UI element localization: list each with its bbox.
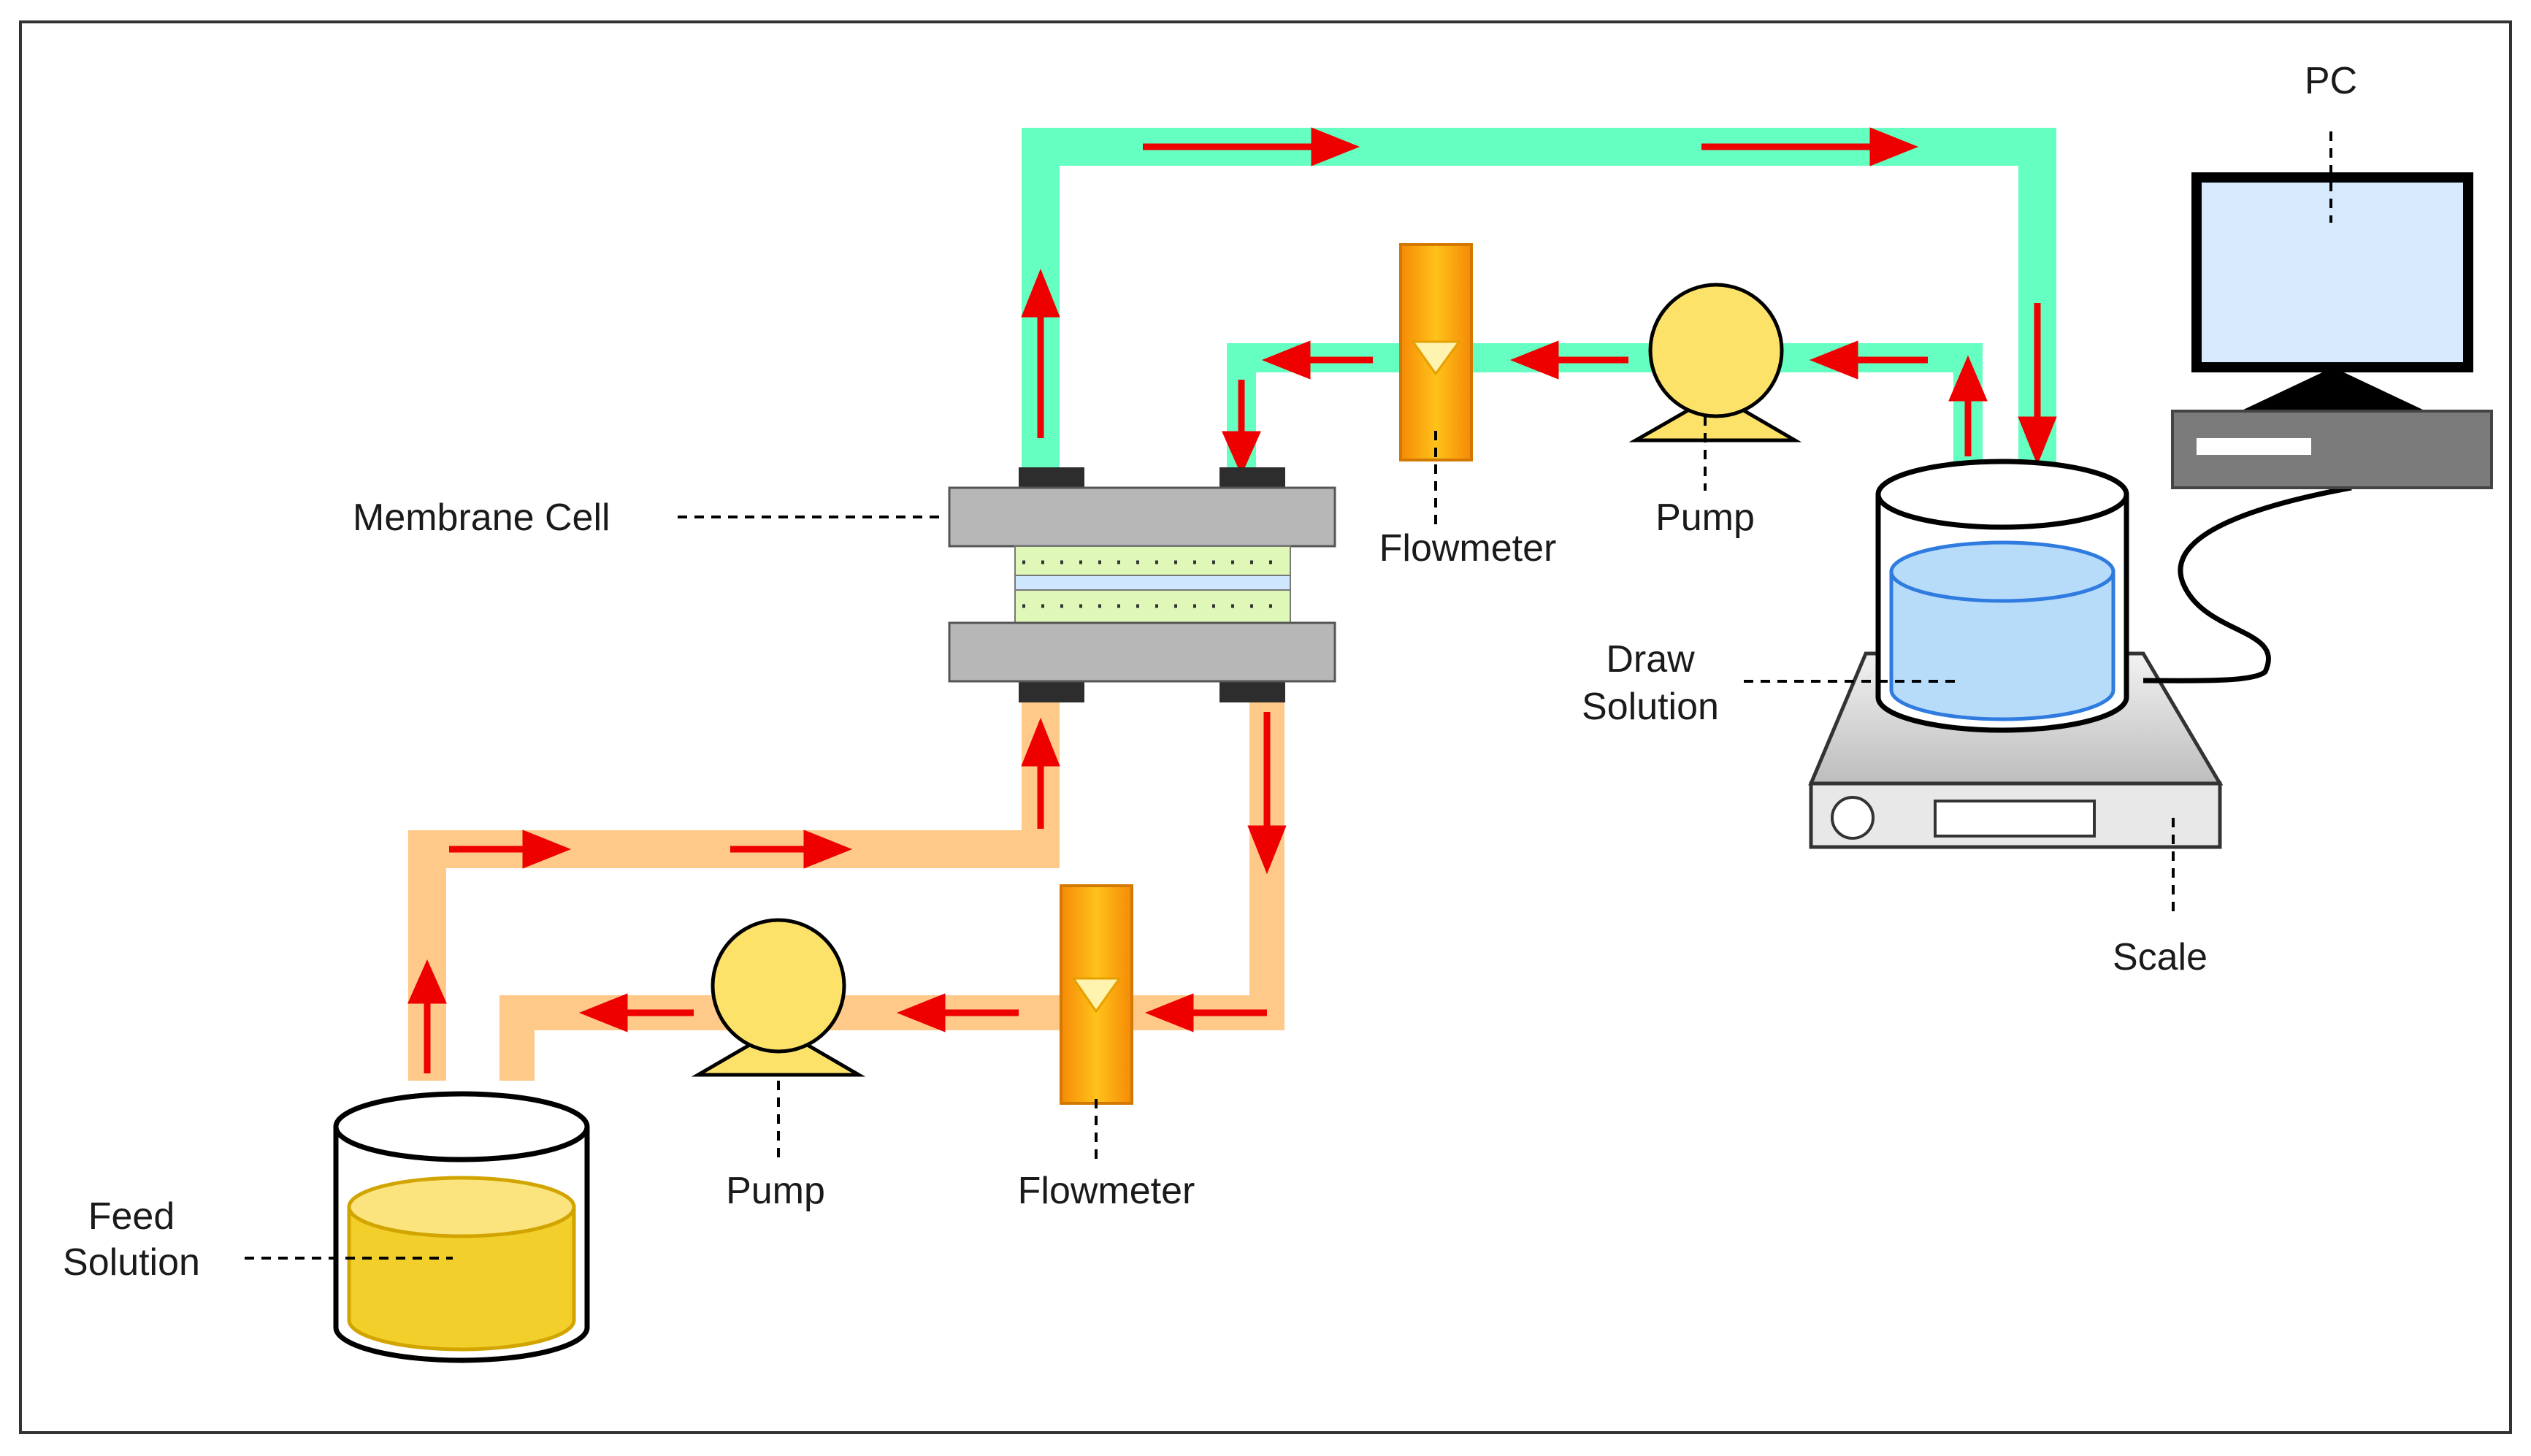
membrane-cell-icon: [948, 467, 1336, 702]
draw-inlet-pipe: [1227, 343, 1983, 475]
monitor: [2191, 172, 2473, 372]
flow-arrows: [407, 127, 2057, 1073]
feed-loop-pipes: [408, 697, 1284, 1081]
flowmeter-icon: [1060, 884, 1133, 1105]
cell-top-plate: [948, 486, 1336, 548]
figure-border: [19, 20, 2512, 1434]
beaker-icon: [333, 1091, 590, 1363]
flow-arrow: [2018, 303, 2057, 466]
flow-arrow: [578, 993, 694, 1032]
computer-icon: [2143, 172, 2493, 683]
flow-arrow: [1261, 340, 1373, 380]
labels: PC Membrane Cell Flowmeter Pump Draw Sol…: [63, 60, 2357, 1284]
leader-lines: [245, 131, 2332, 1260]
beaker-icon: [1875, 459, 2129, 733]
flow-arrow: [1222, 380, 1261, 476]
label-scale: Scale: [2113, 936, 2208, 978]
label-pump-draw: Pump: [1655, 497, 1755, 539]
computer-cable: [2143, 485, 2352, 683]
label-draw-solution-line1: Draw: [1606, 638, 1695, 681]
label-pc: PC: [2305, 60, 2357, 102]
cell-bottom-plate: [948, 621, 1336, 683]
flow-arrow: [1701, 127, 1919, 166]
flowmeter-icon: [1399, 243, 1473, 461]
cell-port: [1019, 679, 1084, 702]
peristaltic-pump-icon: [1628, 283, 1802, 442]
flow-arrow: [1948, 355, 1988, 456]
feed-return-pipe: [499, 697, 1284, 1081]
flow-arrow: [1144, 993, 1267, 1032]
label-feed-solution-line2: Solution: [63, 1241, 200, 1284]
flow-arrow: [449, 829, 572, 869]
label-flowmeter-feed: Flowmeter: [1018, 1170, 1195, 1212]
flow-arrow: [730, 829, 853, 869]
flow-arrow: [896, 993, 1019, 1032]
draw-loop-pipes: [1022, 128, 2056, 475]
peristaltic-pump-icon: [691, 918, 866, 1077]
monitor-stand: [2240, 367, 2426, 411]
flow-arrow: [1509, 340, 1628, 380]
disk-drive: [2197, 438, 2311, 455]
cell-port: [1219, 679, 1285, 702]
flow-arrow: [1021, 717, 1060, 829]
flow-arrow: [1143, 127, 1360, 166]
label-flowmeter-draw: Flowmeter: [1379, 527, 1557, 570]
cell-feed-channel: [1014, 589, 1291, 624]
draw-outlet-pipe: [1022, 128, 2056, 475]
flow-arrow: [407, 959, 447, 1073]
label-draw-solution-line2: Solution: [1582, 686, 1719, 728]
flow-arrow: [1021, 268, 1060, 438]
label-feed-solution-line1: Feed: [88, 1195, 175, 1238]
flow-arrow: [1809, 340, 1928, 380]
membrane-layer: [1014, 575, 1291, 591]
flow-arrow: [1247, 712, 1287, 875]
label-pump-feed: Pump: [726, 1170, 825, 1212]
label-membrane-cell: Membrane Cell: [353, 497, 610, 539]
cell-draw-channel: [1014, 545, 1291, 576]
